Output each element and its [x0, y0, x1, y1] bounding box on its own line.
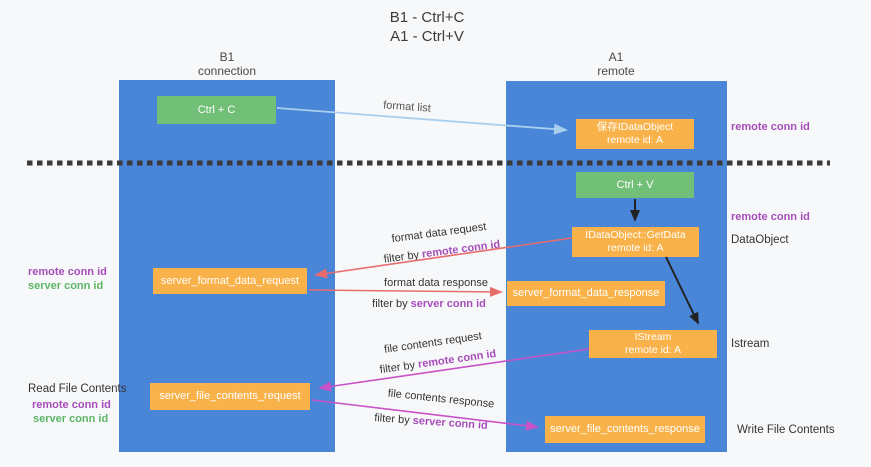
filter-by-text: filter by: [373, 412, 414, 427]
column-header-b1: B1 connection: [198, 50, 256, 78]
node-server-file-contents-request: server_file_contents_request: [150, 383, 310, 410]
node-server-format-data-request: server_format_data_request: [153, 268, 307, 294]
label-server-conn-id-left-bottom: server conn id: [33, 413, 109, 425]
arrow-label-format-list: format list: [382, 99, 432, 115]
node-idataobject-getdata-line2: remote id: A: [607, 242, 664, 254]
node-idataobject-getdata: IDataObject::GetData remote id: A: [572, 227, 699, 257]
node-istream-line2: remote id: A: [624, 344, 682, 356]
arrow-label-file-contents-response: file contents response: [387, 387, 495, 411]
node-server-format-data-response-label: server_format_data_response: [512, 287, 660, 299]
label-remote-conn-id-top: remote conn id: [731, 121, 810, 133]
label-read-file-contents: Read File Contents: [28, 383, 127, 395]
node-istream: IStream remote id: A: [589, 330, 717, 358]
column-header-b1-name: B1: [219, 50, 235, 64]
column-header-b1-role: connection: [197, 64, 257, 78]
column-header-a1-name: A1: [608, 50, 624, 64]
label-istream: Istream: [731, 338, 770, 350]
title-line-2: A1 - Ctrl+V: [390, 28, 464, 45]
column-header-a1: A1 remote: [597, 50, 634, 78]
node-ctrl-c: Ctrl + C: [157, 96, 276, 124]
label-remote-conn-id-left-mid: remote conn id: [28, 266, 107, 278]
node-save-idataobject-line2: remote id: A: [606, 134, 664, 146]
node-istream-line1: IStream: [634, 331, 672, 343]
arrow-label-filter-server-2: filter by server conn id: [374, 412, 488, 432]
node-server-file-contents-response: server_file_contents_response: [545, 416, 705, 443]
arrow-format-data-response: [308, 286, 503, 297]
remote-conn-id-text: remote conn id: [421, 238, 501, 261]
server-conn-id-text: server conn id: [410, 298, 486, 310]
node-server-format-data-request-label: server_format_data_request: [160, 274, 300, 287]
label-dataobject: DataObject: [731, 234, 789, 246]
label-remote-conn-id-left-bottom: remote conn id: [32, 399, 111, 411]
label-write-file-contents: Write File Contents: [737, 424, 835, 436]
node-ctrl-v-label: Ctrl + V: [616, 178, 654, 191]
title-line-1: B1 - Ctrl+C: [389, 9, 465, 26]
filter-by-text: filter by: [372, 298, 411, 310]
node-save-idataobject-line1: 保存IDataObject: [596, 121, 674, 133]
node-server-format-data-response: server_format_data_response: [507, 281, 665, 306]
node-server-file-contents-request-label: server_file_contents_request: [159, 390, 301, 402]
filter-by-text: filter by: [383, 248, 423, 266]
remote-conn-id-text: remote conn id: [417, 347, 497, 371]
node-ctrl-v: Ctrl + V: [576, 172, 694, 198]
node-ctrl-c-label: Ctrl + C: [197, 103, 236, 116]
server-conn-id-text: server conn id: [412, 414, 489, 432]
diagram-title: B1 - Ctrl+C A1 - Ctrl+V: [390, 8, 465, 46]
node-server-file-contents-response-label: server_file_contents_response: [550, 423, 700, 435]
arrow-label-format-data-response: format data response: [384, 277, 488, 289]
node-idataobject-getdata-line1: IDataObject::GetData: [585, 229, 686, 241]
column-header-a1-role: remote: [597, 64, 635, 78]
node-save-idataobject: 保存IDataObject remote id: A: [576, 119, 694, 149]
filter-by-text: filter by: [379, 358, 419, 377]
label-server-conn-id-left-mid: server conn id: [28, 280, 104, 292]
label-remote-conn-id-mid: remote conn id: [731, 211, 810, 223]
arrow-label-filter-server-1: filter by server conn id: [372, 298, 486, 310]
